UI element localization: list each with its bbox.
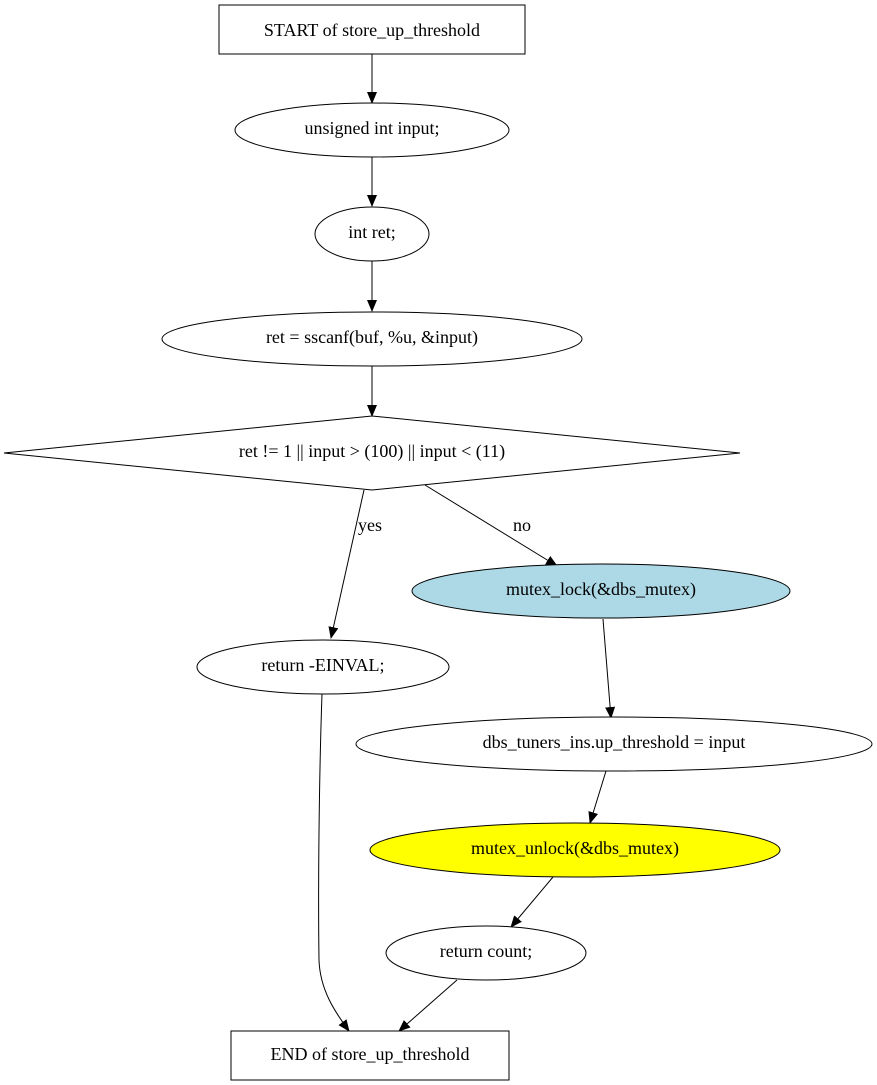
- node-return-count-label: return count;: [440, 941, 532, 961]
- edge-condition-no: [424, 484, 558, 567]
- edges: [318, 54, 616, 1032]
- node-end-label: END of store_up_threshold: [271, 1044, 470, 1064]
- edge-return-count-to-end: [398, 979, 458, 1032]
- node-sscanf: ret = sscanf(buf, %u, &input): [161, 311, 583, 367]
- node-condition: ret != 1 || input > (100) || input < (11…: [3, 415, 741, 491]
- node-mutex-lock-label: mutex_lock(&dbs_mutex): [506, 579, 696, 600]
- node-start: START of store_up_threshold: [218, 4, 526, 55]
- edge-assign-to-mutex-unlock: [588, 770, 607, 824]
- node-sscanf-label: ret = sscanf(buf, %u, &input): [266, 327, 478, 348]
- node-start-label: START of store_up_threshold: [264, 20, 480, 40]
- edge-mutex-unlock-to-return-count: [510, 876, 554, 928]
- edge-label-yes: yes: [358, 515, 382, 535]
- edge-condition-yes: [328, 489, 365, 639]
- node-decl-input: unsigned int input;: [234, 102, 510, 158]
- node-mutex-unlock-label: mutex_unlock(&dbs_mutex): [471, 838, 679, 859]
- edge-mutex-lock-to-assign: [602, 618, 616, 719]
- node-decl-ret-label: int ret;: [348, 222, 396, 242]
- node-assign-threshold: dbs_tuners_ins.up_threshold = input: [355, 716, 873, 772]
- edge-label-no: no: [513, 515, 531, 535]
- node-decl-ret: int ret;: [314, 206, 430, 262]
- node-decl-input-label: unsigned int input;: [305, 118, 440, 138]
- node-mutex-unlock: mutex_unlock(&dbs_mutex): [369, 822, 781, 878]
- node-end: END of store_up_threshold: [230, 1030, 510, 1081]
- node-return-einval: return -EINVAL;: [196, 639, 450, 695]
- edge-return-einval-to-end: [318, 693, 350, 1032]
- node-mutex-lock: mutex_lock(&dbs_mutex): [411, 563, 791, 619]
- node-return-count: return count;: [385, 925, 587, 981]
- node-assign-threshold-label: dbs_tuners_ins.up_threshold = input: [483, 732, 746, 752]
- node-condition-label: ret != 1 || input > (100) || input < (11…: [239, 441, 505, 462]
- node-return-einval-label: return -EINVAL;: [261, 655, 384, 675]
